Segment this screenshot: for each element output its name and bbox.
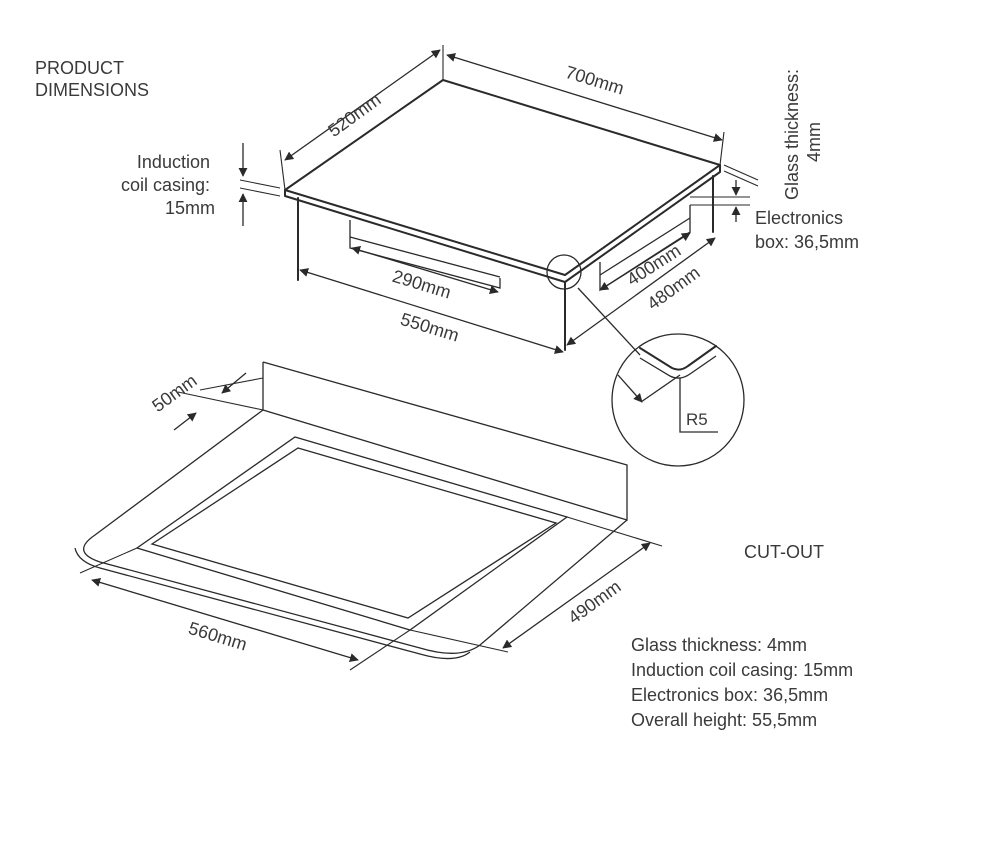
callout-leader <box>577 287 641 356</box>
dim-line-480 <box>566 237 716 346</box>
dim-arrow <box>617 374 643 403</box>
label-glass-thickness: Glass thickness: 4mm <box>782 64 824 200</box>
ext-line <box>279 149 286 191</box>
glass-thickness-line2: 4mm <box>804 122 824 162</box>
label-50mm: 50mm <box>148 370 200 416</box>
cutout-hole-outer <box>135 436 569 631</box>
ext-line <box>723 164 759 181</box>
corner-detail-inner <box>639 355 717 379</box>
glass-thickness-line1: Glass thickness: <box>782 69 802 200</box>
specs-list: Glass thickness: 4mm Induction coil casi… <box>631 635 858 730</box>
ext-line <box>719 131 725 166</box>
cutout-drawing: 50mm 560mm 490mm <box>74 361 663 671</box>
induction-line1: Induction <box>137 152 210 172</box>
cutout-hole-inner <box>150 447 558 619</box>
dim-line-550 <box>299 268 564 354</box>
electronics-box-line1: Electronics <box>755 208 843 228</box>
cutout-back-wall <box>262 361 628 521</box>
ext-line <box>723 170 759 187</box>
dim-arrow <box>221 372 247 394</box>
cutout-worktop-outer <box>83 409 628 654</box>
label-490mm: 490mm <box>564 576 624 627</box>
spec-overall-height: Overall height: 55,5mm <box>631 710 817 730</box>
dim-arrow <box>173 412 197 431</box>
ext-line <box>239 179 281 189</box>
label-550mm: 550mm <box>398 309 461 346</box>
dim-line-560 <box>91 578 359 662</box>
ext-line <box>409 629 509 653</box>
label-r5: R5 <box>686 410 708 429</box>
label-induction-coil: Induction coil casing: 15mm <box>121 152 215 218</box>
spec-electronics-box: Electronics box: 36,5mm <box>631 685 828 705</box>
spec-induction-coil: Induction coil casing: 15mm <box>631 660 853 680</box>
electronics-box-line2: box: 36,5mm <box>755 232 859 252</box>
corner-detail-outer <box>639 345 717 371</box>
ext-line <box>239 187 281 197</box>
ext-line <box>566 516 663 547</box>
label-electronics-box: Electronics box: 36,5mm <box>755 208 859 252</box>
product-dimensions-heading: PRODUCT DIMENSIONS <box>35 58 149 100</box>
ext-line <box>349 629 411 671</box>
corner-callout-circle <box>546 254 582 290</box>
label-290mm: 290mm <box>390 266 453 303</box>
label-560mm: 560mm <box>186 618 249 655</box>
dim-line-490 <box>502 542 651 649</box>
heading-line2: DIMENSIONS <box>35 80 149 100</box>
r5-leader <box>679 378 718 433</box>
ext-line <box>79 547 138 574</box>
spec-glass-thickness: Glass thickness: 4mm <box>631 635 807 655</box>
heading-line1: PRODUCT <box>35 58 124 78</box>
corner-detail-circle <box>611 333 745 467</box>
ext-line <box>177 391 264 411</box>
cut-out-heading: CUT-OUT <box>744 542 824 562</box>
dim-line-520 <box>284 49 441 161</box>
dim-line <box>640 374 681 403</box>
ext-line <box>199 377 264 391</box>
cutout-worktop-edge <box>74 547 471 660</box>
dim-line-700 <box>446 53 723 142</box>
induction-line2: coil casing: <box>121 175 210 195</box>
induction-line3: 15mm <box>165 198 215 218</box>
label-700mm: 700mm <box>563 62 626 99</box>
